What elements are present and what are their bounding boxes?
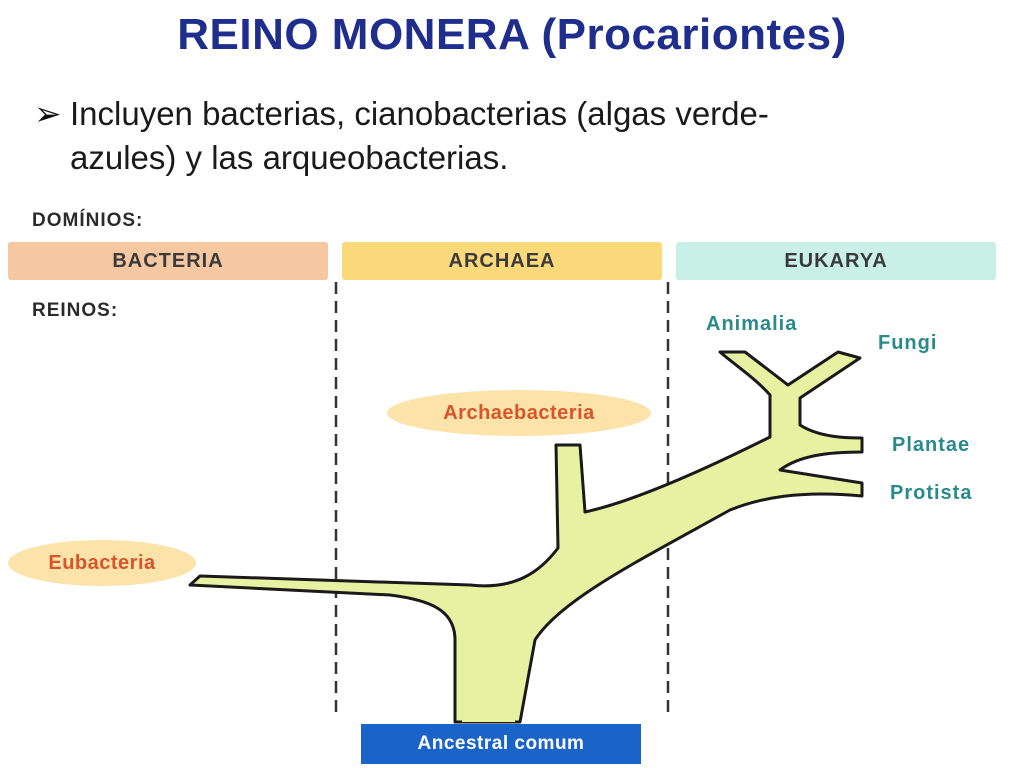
kingdom-fungi: Fungi — [878, 332, 938, 354]
bullet-text: ➢Incluyen bacterias, cianobacterias (alg… — [34, 92, 994, 180]
kingdom-plantae: Plantae — [892, 434, 971, 456]
kingdom-protista: Protista — [890, 482, 973, 504]
arrow-bullet-icon: ➢ — [34, 95, 62, 132]
kingdom-animalia: Animalia — [706, 313, 798, 335]
domain-eukarya: EUKARYA — [676, 242, 996, 280]
tree-branches — [188, 350, 864, 724]
domain-bacteria: BACTERIA — [8, 242, 328, 280]
bullet-line-2: azules) y las arqueobacterias. — [70, 139, 509, 176]
ancestor-box: Ancestral comum — [361, 724, 641, 764]
bullet-line-1: Incluyen bacterias, cianobacterias (alga… — [70, 95, 769, 132]
eubacteria-oval: Eubacteria — [8, 540, 196, 586]
page-title: REINO MONERA (Procariontes) — [177, 10, 847, 59]
domains-label: DOMÍNIOS: — [32, 210, 144, 231]
trunk-branch — [188, 350, 864, 724]
kingdoms-label: REINOS: — [32, 300, 119, 321]
archaebacteria-oval: Archaebacteria — [387, 390, 651, 436]
trunk-fill — [462, 650, 515, 722]
domain-archaea: ARCHAEA — [342, 242, 662, 280]
